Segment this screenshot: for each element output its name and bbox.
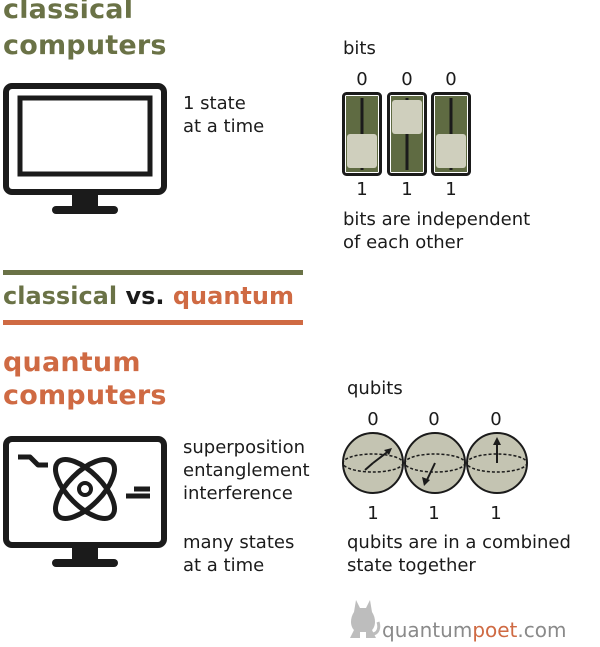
classical-state-line2: at a time [183,116,265,137]
logo-text[interactable]: quantumpoet.com [382,618,566,642]
divider-word-quantum: quantum [172,282,294,310]
bits-note-line1: bits are independent [343,209,531,230]
qubit-bottom-label: 1 [428,503,440,524]
quantum-feature: interference [183,483,293,504]
classical-heading-line2: computers [3,30,167,61]
quantum-heading-line2: computers [3,380,167,411]
atom-icon [53,457,117,521]
qubit-bottom-label: 1 [490,503,502,524]
divider-word-vs: vs. [125,282,165,310]
divider-top-rule [3,270,303,275]
lines-icon [126,486,150,499]
bit-top-label: 0 [401,69,413,90]
bits-note-line2: of each other [343,232,464,253]
divider-title: classical vs. quantum [3,282,294,310]
bits-title: bits [343,38,376,59]
classical-heading-line1: classical [3,0,134,25]
bit-top-label: 0 [356,69,368,90]
qubit-sphere [342,432,404,494]
bit-bottom-label: 1 [356,179,368,200]
bit-top-label: 0 [445,69,457,90]
classical-state-line1: 1 state [183,93,246,114]
quantum-states-line1: many states [183,532,295,553]
qubit-top-label: 0 [428,409,440,430]
quantum-feature: superposition [183,437,305,458]
qubit-sphere [466,432,528,494]
bit-bottom-label: 1 [401,179,413,200]
divider-word-classical: classical [3,282,118,310]
prompt-icon [18,454,48,468]
qubit-bottom-label: 1 [367,503,379,524]
bit-switch [342,92,382,176]
quantum-states-line2: at a time [183,555,265,576]
logo-part-com: .com [517,618,567,642]
cat-icon [350,600,381,638]
monitor-icon [3,83,167,214]
bit-switch [431,92,471,176]
qubits-note-line1: qubits are in a combined [347,532,571,553]
qubit-sphere [404,432,466,494]
qubits-title: qubits [347,378,403,399]
logo-part-poet: poet [472,618,518,642]
quantum-monitor-icon [3,436,167,567]
bit-bottom-label: 1 [445,179,457,200]
qubit-top-label: 0 [490,409,502,430]
bit-switch [387,92,427,176]
quantum-heading-line1: quantum [3,347,141,378]
logo-part-quantum: quantum [382,618,473,642]
quantum-feature: entanglement [183,460,310,481]
qubits-note-line2: state together [347,555,476,576]
divider-bottom-rule [3,320,303,325]
qubit-top-label: 0 [367,409,379,430]
